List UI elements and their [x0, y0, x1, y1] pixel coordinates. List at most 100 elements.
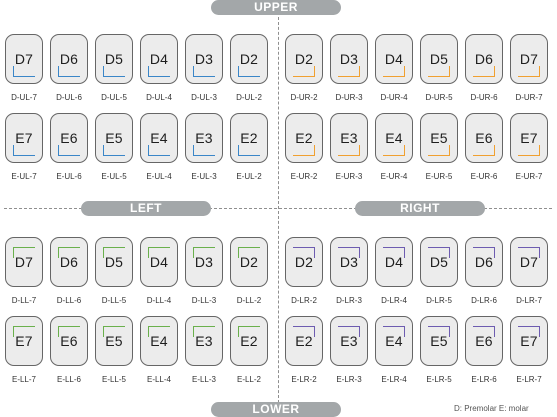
- bracket-mark: [103, 145, 125, 156]
- tooth-code: D6: [474, 51, 494, 67]
- tooth-code: E6: [60, 333, 78, 349]
- tooth-e-ll-3[interactable]: E3: [185, 316, 223, 366]
- tooth-d-ll-7[interactable]: D7: [5, 237, 43, 287]
- tooth-e-ul-6[interactable]: E6: [50, 113, 88, 163]
- tooth-e-ll-2[interactable]: E2: [230, 316, 268, 366]
- tooth-d-ur-5[interactable]: D5: [420, 34, 458, 84]
- tooth-d-lr-3[interactable]: D3: [330, 237, 368, 287]
- lower-header: LOWER: [211, 402, 341, 417]
- tooth-code: D5: [104, 51, 124, 67]
- tooth-d-lr-5[interactable]: D5: [420, 237, 458, 287]
- right-header: RIGHT: [355, 201, 485, 216]
- tooth-label: E-LR-4: [381, 375, 407, 384]
- tooth-label: E-UL-2: [236, 172, 262, 181]
- tooth-code: E4: [385, 333, 403, 349]
- tooth-d-ll-2[interactable]: D2: [230, 237, 268, 287]
- tooth-d-ur-2[interactable]: D2: [285, 34, 323, 84]
- tooth-label: D-LR-3: [336, 296, 362, 305]
- tooth-d-lr-7[interactable]: D7: [510, 237, 548, 287]
- tooth-code: E2: [295, 130, 313, 146]
- tooth-label: D-LL-2: [236, 296, 262, 305]
- tooth-d-ul-4[interactable]: D4: [140, 34, 178, 84]
- bracket-mark: [238, 326, 260, 337]
- tooth-d-lr-2[interactable]: D2: [285, 237, 323, 287]
- tooth-code: E6: [475, 333, 493, 349]
- tooth-d-ul-3[interactable]: D3: [185, 34, 223, 84]
- tooth-d-ul-6[interactable]: D6: [50, 34, 88, 84]
- tooth-label: D-LR-4: [381, 296, 407, 305]
- bracket-mark: [428, 145, 450, 156]
- tooth-e-ur-3[interactable]: E3: [330, 113, 368, 163]
- tooth-d-ul-7[interactable]: D7: [5, 34, 43, 84]
- tooth-e-lr-7[interactable]: E7: [510, 316, 548, 366]
- tooth-d-lr-6[interactable]: D6: [465, 237, 503, 287]
- horizontal-divider: [4, 208, 552, 209]
- tooth-d-ll-6[interactable]: D6: [50, 237, 88, 287]
- tooth-e-lr-2[interactable]: E2: [285, 316, 323, 366]
- tooth-code: E5: [430, 333, 448, 349]
- tooth-d-ur-4[interactable]: D4: [375, 34, 413, 84]
- tooth-code: D6: [59, 51, 79, 67]
- bracket-mark: [428, 326, 450, 337]
- tooth-code: D4: [384, 51, 404, 67]
- tooth-code: D5: [104, 254, 124, 270]
- tooth-e-lr-6[interactable]: E6: [465, 316, 503, 366]
- tooth-code: E7: [15, 130, 33, 146]
- bracket-mark: [193, 326, 215, 337]
- tooth-code: D7: [14, 254, 34, 270]
- tooth-e-ur-2[interactable]: E2: [285, 113, 323, 163]
- tooth-d-ur-3[interactable]: D3: [330, 34, 368, 84]
- tooth-d-ll-5[interactable]: D5: [95, 237, 133, 287]
- bracket-mark: [428, 247, 450, 258]
- tooth-e-ur-5[interactable]: E5: [420, 113, 458, 163]
- tooth-code: E4: [385, 130, 403, 146]
- tooth-e-ul-3[interactable]: E3: [185, 113, 223, 163]
- bracket-mark: [293, 326, 315, 337]
- tooth-e-lr-5[interactable]: E5: [420, 316, 458, 366]
- bracket-mark: [518, 247, 540, 258]
- tooth-e-ur-7[interactable]: E7: [510, 113, 548, 163]
- bracket-mark: [338, 326, 360, 337]
- tooth-code: E6: [475, 130, 493, 146]
- tooth-e-ul-4[interactable]: E4: [140, 113, 178, 163]
- tooth-code: D3: [194, 254, 214, 270]
- tooth-e-ll-6[interactable]: E6: [50, 316, 88, 366]
- tooth-d-ur-7[interactable]: D7: [510, 34, 548, 84]
- tooth-code: E3: [195, 130, 213, 146]
- tooth-code: E3: [340, 130, 358, 146]
- tooth-e-ur-4[interactable]: E4: [375, 113, 413, 163]
- tooth-e-ul-2[interactable]: E2: [230, 113, 268, 163]
- vertical-divider: [278, 12, 279, 408]
- tooth-d-ul-5[interactable]: D5: [95, 34, 133, 84]
- tooth-label: E-UR-6: [470, 172, 498, 181]
- tooth-code: E5: [105, 333, 123, 349]
- bracket-mark: [383, 326, 405, 337]
- tooth-e-lr-3[interactable]: E3: [330, 316, 368, 366]
- bracket-mark: [13, 66, 35, 77]
- tooth-d-ll-4[interactable]: D4: [140, 237, 178, 287]
- tooth-code: E7: [15, 333, 33, 349]
- upper-header: UPPER: [211, 0, 341, 15]
- tooth-d-lr-4[interactable]: D4: [375, 237, 413, 287]
- tooth-e-ll-5[interactable]: E5: [95, 316, 133, 366]
- tooth-e-ul-7[interactable]: E7: [5, 113, 43, 163]
- tooth-e-lr-4[interactable]: E4: [375, 316, 413, 366]
- tooth-code: D4: [384, 254, 404, 270]
- tooth-d-ur-6[interactable]: D6: [465, 34, 503, 84]
- tooth-e-ll-7[interactable]: E7: [5, 316, 43, 366]
- tooth-code: D4: [149, 51, 169, 67]
- tooth-e-ll-4[interactable]: E4: [140, 316, 178, 366]
- tooth-label: D-UL-7: [11, 93, 37, 102]
- tooth-label: D-UR-6: [470, 93, 498, 102]
- tooth-label: D-UL-4: [146, 93, 172, 102]
- bracket-mark: [338, 247, 360, 258]
- tooth-d-ll-3[interactable]: D3: [185, 237, 223, 287]
- tooth-e-ur-6[interactable]: E6: [465, 113, 503, 163]
- bracket-mark: [293, 66, 315, 77]
- tooth-label: D-LL-6: [56, 296, 82, 305]
- tooth-code: D2: [239, 51, 259, 67]
- tooth-d-ul-2[interactable]: D2: [230, 34, 268, 84]
- tooth-label: E-UR-2: [290, 172, 318, 181]
- bracket-mark: [148, 247, 170, 258]
- tooth-e-ul-5[interactable]: E5: [95, 113, 133, 163]
